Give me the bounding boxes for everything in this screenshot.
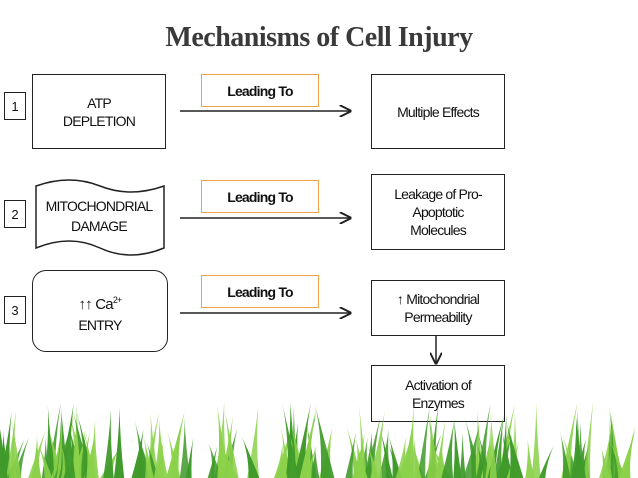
grass-blade <box>493 414 504 478</box>
cause-box-mitochondrial: MITOCHONDRIAL DAMAGE <box>34 196 164 236</box>
grass-blade <box>147 413 159 478</box>
grass-blade <box>224 408 239 478</box>
grass-blade <box>622 425 636 478</box>
grass-blade <box>388 435 402 478</box>
grass-blade <box>495 434 513 478</box>
grass-blade <box>314 404 335 478</box>
row-2-number: 2 <box>4 200 26 228</box>
grass-blade <box>247 406 259 478</box>
grass-blade <box>85 436 97 478</box>
grass-blade <box>36 442 53 478</box>
grass-blade <box>441 421 455 478</box>
cause-box-atp: ATP DEPLETION <box>32 74 166 149</box>
grass-blade <box>60 406 69 478</box>
effect-box-permeability: ↑ Mitochondrial Permeability <box>371 280 505 336</box>
grass-blade <box>11 418 22 478</box>
grass-blade <box>153 419 168 478</box>
grass-blade <box>531 402 541 478</box>
cause-1-line1: ATP <box>87 94 112 111</box>
leading-to-label-1: Leading To <box>201 74 319 107</box>
grass-blade <box>434 419 446 478</box>
grass-blade <box>477 444 488 478</box>
effect-1-text: Multiple Effects <box>397 103 480 120</box>
grass-blade <box>402 416 414 478</box>
grass-decoration <box>0 401 636 478</box>
leading-to-label-3: Leading To <box>201 275 319 308</box>
wavy-box-outline <box>35 179 165 256</box>
grass-blade <box>60 444 74 478</box>
effect-box-multiple: Multiple Effects <box>371 74 505 149</box>
grass-blade <box>417 406 430 478</box>
grass-blade <box>282 403 299 478</box>
grass-blade <box>0 428 8 478</box>
grass-blade <box>355 439 368 478</box>
grass-blade <box>453 417 462 478</box>
grass-blade <box>370 411 385 478</box>
cause-3-arrows: ↑↑ Ca <box>78 295 113 313</box>
grass-blade <box>459 432 466 478</box>
grass-blade <box>179 418 191 478</box>
cause-2-line1: MITOCHONDRIAL <box>45 198 154 214</box>
grass-blade <box>217 405 230 478</box>
final-line2: Enzymes <box>412 394 465 411</box>
grass-blade <box>583 402 594 478</box>
grass-blade <box>358 404 367 478</box>
final-box-enzymes: Activation of Enzymes <box>371 365 505 422</box>
grass-blade <box>525 439 535 478</box>
effect-2-line3: Molecules <box>410 222 467 238</box>
effect-2-line1: Leakage of Pro- <box>394 186 482 202</box>
cause-box-calcium: ↑↑ Ca2+ ENTRY <box>32 270 168 352</box>
grass-blade <box>303 447 317 478</box>
grass-blade <box>208 442 223 478</box>
grass-blade <box>47 440 60 478</box>
grass-blade <box>538 446 554 478</box>
grass-blade <box>609 409 624 478</box>
grass-blade <box>241 434 260 478</box>
cause-3-line2: ENTRY <box>78 316 122 333</box>
grass-blade <box>395 436 408 478</box>
grass-blade <box>299 408 317 478</box>
grass-blade <box>489 410 497 478</box>
page-title: Mechanisms of Cell Injury <box>165 22 473 53</box>
grass-blade <box>427 413 441 478</box>
grass-blade <box>506 421 524 478</box>
leading-to-label-2: Leading To <box>201 180 319 213</box>
grass-blade <box>407 437 422 478</box>
grass-blade <box>379 429 393 478</box>
effect-box-leakage: Leakage of Pro- Apoptotic Molecules <box>371 174 505 250</box>
effect-2-line2: Apoptotic <box>412 204 464 220</box>
effect-3-line1: ↑ Mitochondrial <box>396 291 480 307</box>
grass-blade <box>311 445 320 478</box>
grass-blade <box>463 424 480 478</box>
row-3-number: 3 <box>4 296 26 324</box>
grass-blade <box>146 440 159 478</box>
grass-blade <box>357 437 369 478</box>
grass-blade <box>8 431 17 478</box>
grass-blade <box>103 409 114 478</box>
grass-blade <box>345 432 357 478</box>
cause-2-line2: DAMAGE <box>71 218 128 234</box>
grass-blade <box>63 438 76 478</box>
grass-blade <box>31 435 42 478</box>
row-1-number: 1 <box>4 92 26 120</box>
final-line1: Activation of <box>405 376 472 393</box>
grass-blade <box>273 444 288 478</box>
grass-blade <box>113 406 125 478</box>
grass-blade <box>572 438 586 478</box>
grass-blade <box>560 431 571 478</box>
grass-blade <box>601 447 611 478</box>
grass-blade <box>185 438 194 478</box>
cause-3-line1: ↑↑ Ca2+ <box>78 289 122 316</box>
grass-blade <box>143 436 155 478</box>
grass-blade <box>167 431 181 478</box>
effect-3-line2: Permeability <box>404 309 472 325</box>
cause-3-superscript: 2+ <box>112 294 122 305</box>
grass-blade <box>609 439 626 478</box>
cause-1-line2: DEPLETION <box>62 112 136 129</box>
grass-blade <box>599 433 613 478</box>
